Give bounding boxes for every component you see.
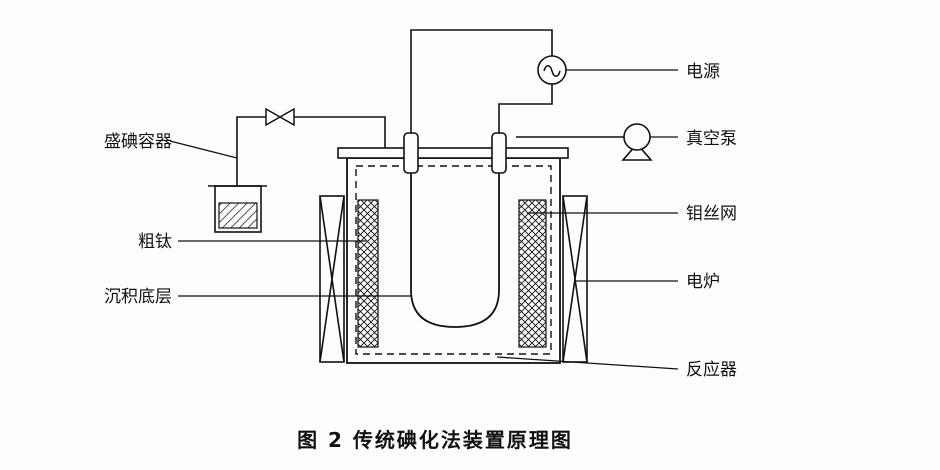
electrode-left (403, 132, 419, 174)
label-iodine-container: 盛碘容器 (104, 132, 172, 152)
leader-lines (169, 69, 679, 370)
electrode-feedthroughs (403, 132, 507, 174)
label-electric-furnace: 电炉 (686, 272, 720, 292)
leader-reactor (496, 356, 679, 370)
titanium-charge-left (357, 199, 379, 348)
iodine-container-icon (208, 185, 267, 233)
iodine-feed-line (236, 116, 386, 186)
power-wiring (410, 29, 553, 133)
ac-tilde-icon (543, 65, 561, 77)
furnace-right-icon (562, 195, 588, 363)
pump-stand (621, 142, 653, 161)
valve-icon (265, 107, 295, 127)
label-crude-titanium: 粗钛 (138, 232, 172, 252)
reactor-vessel (337, 147, 569, 364)
reactor-flange (337, 147, 569, 159)
power-source-icon (537, 55, 567, 85)
furnace-left-icon (319, 195, 345, 363)
vacuum-pump-icon (621, 123, 653, 161)
deposition-filament-u (410, 173, 500, 328)
wire-left-electrode (410, 29, 553, 133)
label-power-supply: 电源 (686, 62, 720, 82)
electrode-right (491, 132, 507, 174)
label-vacuum-pump: 真空泵 (686, 129, 737, 149)
iodine-charge-hatch (218, 202, 258, 229)
figure-caption: 图 2 传统碘化法装置原理图 (297, 428, 573, 452)
label-mo-wire-mesh: 钼丝网 (686, 204, 737, 224)
titanium-charge-right (518, 199, 547, 348)
label-reactor: 反应器 (686, 360, 737, 380)
leader-iodine-container (169, 140, 238, 159)
label-deposition-substrate: 沉积底层 (104, 287, 172, 307)
wire-right-electrode (498, 84, 553, 133)
reactor-liner-dashed (355, 165, 552, 355)
